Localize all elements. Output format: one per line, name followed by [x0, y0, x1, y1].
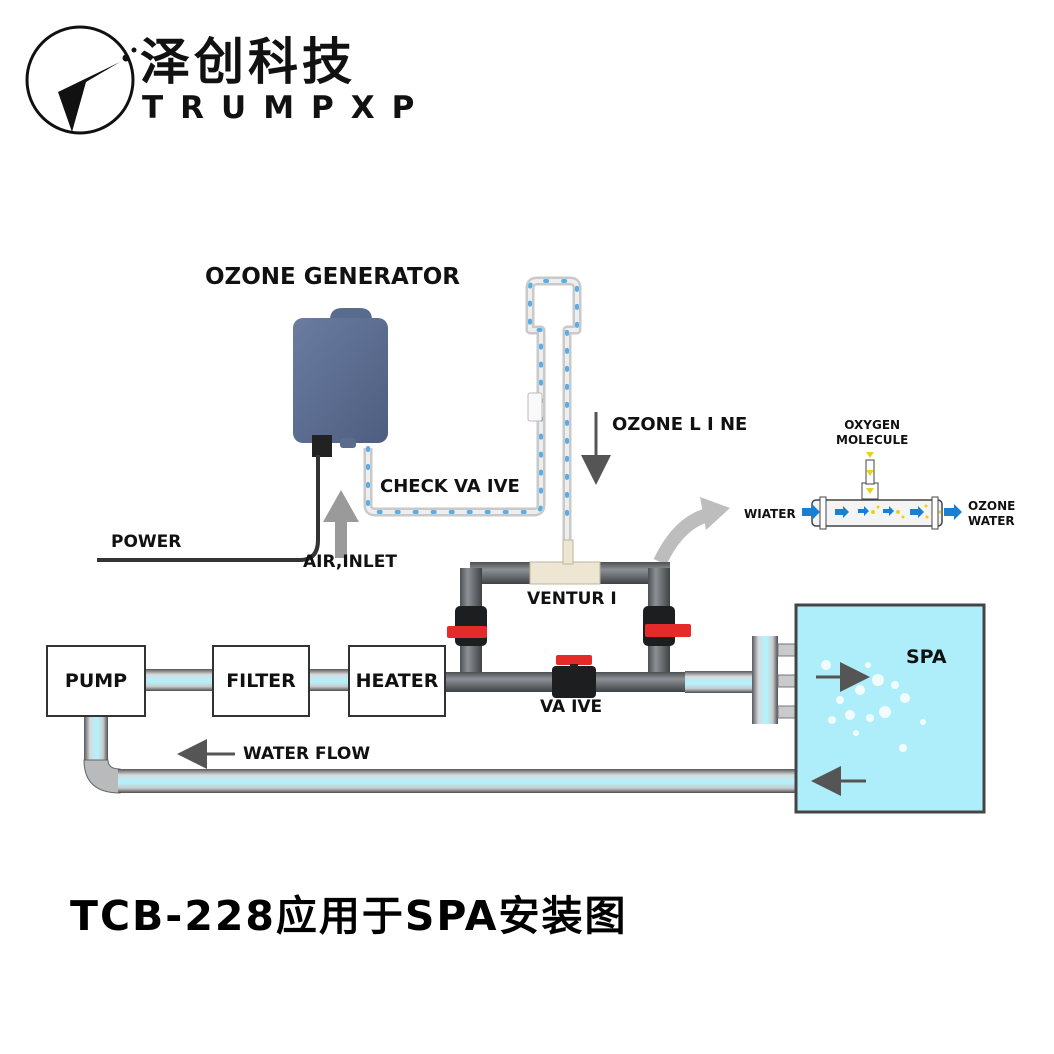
venturi-label: VENTUR I: [527, 589, 617, 609]
air-inlet-arrow: [323, 490, 359, 558]
heater-box: HEATER: [348, 645, 446, 717]
ozone-water-line1: OZONE: [968, 499, 1016, 513]
diagram-caption: TCB-228应用于SPA安装图: [70, 892, 628, 940]
venturi-bypass: [447, 539, 691, 678]
check-valve-label: CHECK VA IVE: [380, 476, 520, 497]
main-pvc-line: [445, 655, 685, 698]
brand-name-en: TRUMPXP: [142, 90, 432, 126]
water-in-arrow-icon: [802, 504, 820, 520]
ozone-out-arrow-icon: [944, 504, 962, 520]
venturi-detail: [802, 452, 962, 530]
detail-callout-arrow: [653, 507, 714, 566]
return-pipe: [83, 716, 798, 794]
air-inlet-label: AIR,INLET: [303, 552, 397, 572]
spa-tank: [794, 603, 986, 814]
water-in-label: WIATER: [744, 507, 796, 521]
oxygen-arrow-icon: [866, 452, 874, 494]
brand-name-cn: 泽创科技: [140, 33, 356, 91]
ozone-line-label: OZONE L I NE: [612, 414, 748, 435]
diagram-title: OZONE GENERATOR: [205, 264, 460, 290]
spa-inlet-manifold: [752, 636, 799, 724]
venturi-left-valve-handle: [447, 626, 487, 638]
logo-circle: [25, 25, 135, 135]
logo-mark: [25, 25, 137, 135]
water-flow-label: WATER FLOW: [243, 744, 371, 764]
oxygen-label-line2: MOLECULE: [836, 433, 909, 447]
valve-label: VA IVE: [540, 697, 603, 717]
filter-box: FILTER: [212, 645, 310, 717]
oxygen-molecule-label: OXYGEN MOLECULE: [836, 418, 908, 448]
power-cable: [97, 455, 320, 562]
ozone-tube: [363, 276, 582, 545]
main-valve-handle: [556, 655, 592, 665]
compass-needle-icon: [58, 62, 120, 132]
ozone-water-line2: WATER: [968, 514, 1015, 528]
pump-box: PUMP: [46, 645, 146, 717]
venturi-right-valve-handle: [645, 624, 691, 637]
ozone-generator: [293, 308, 388, 457]
spa-label: SPA: [906, 646, 947, 668]
oxygen-label-line1: OXYGEN: [844, 418, 901, 432]
power-label: POWER: [111, 532, 182, 552]
ozone-water-label: OZONE WATER: [968, 499, 1015, 529]
